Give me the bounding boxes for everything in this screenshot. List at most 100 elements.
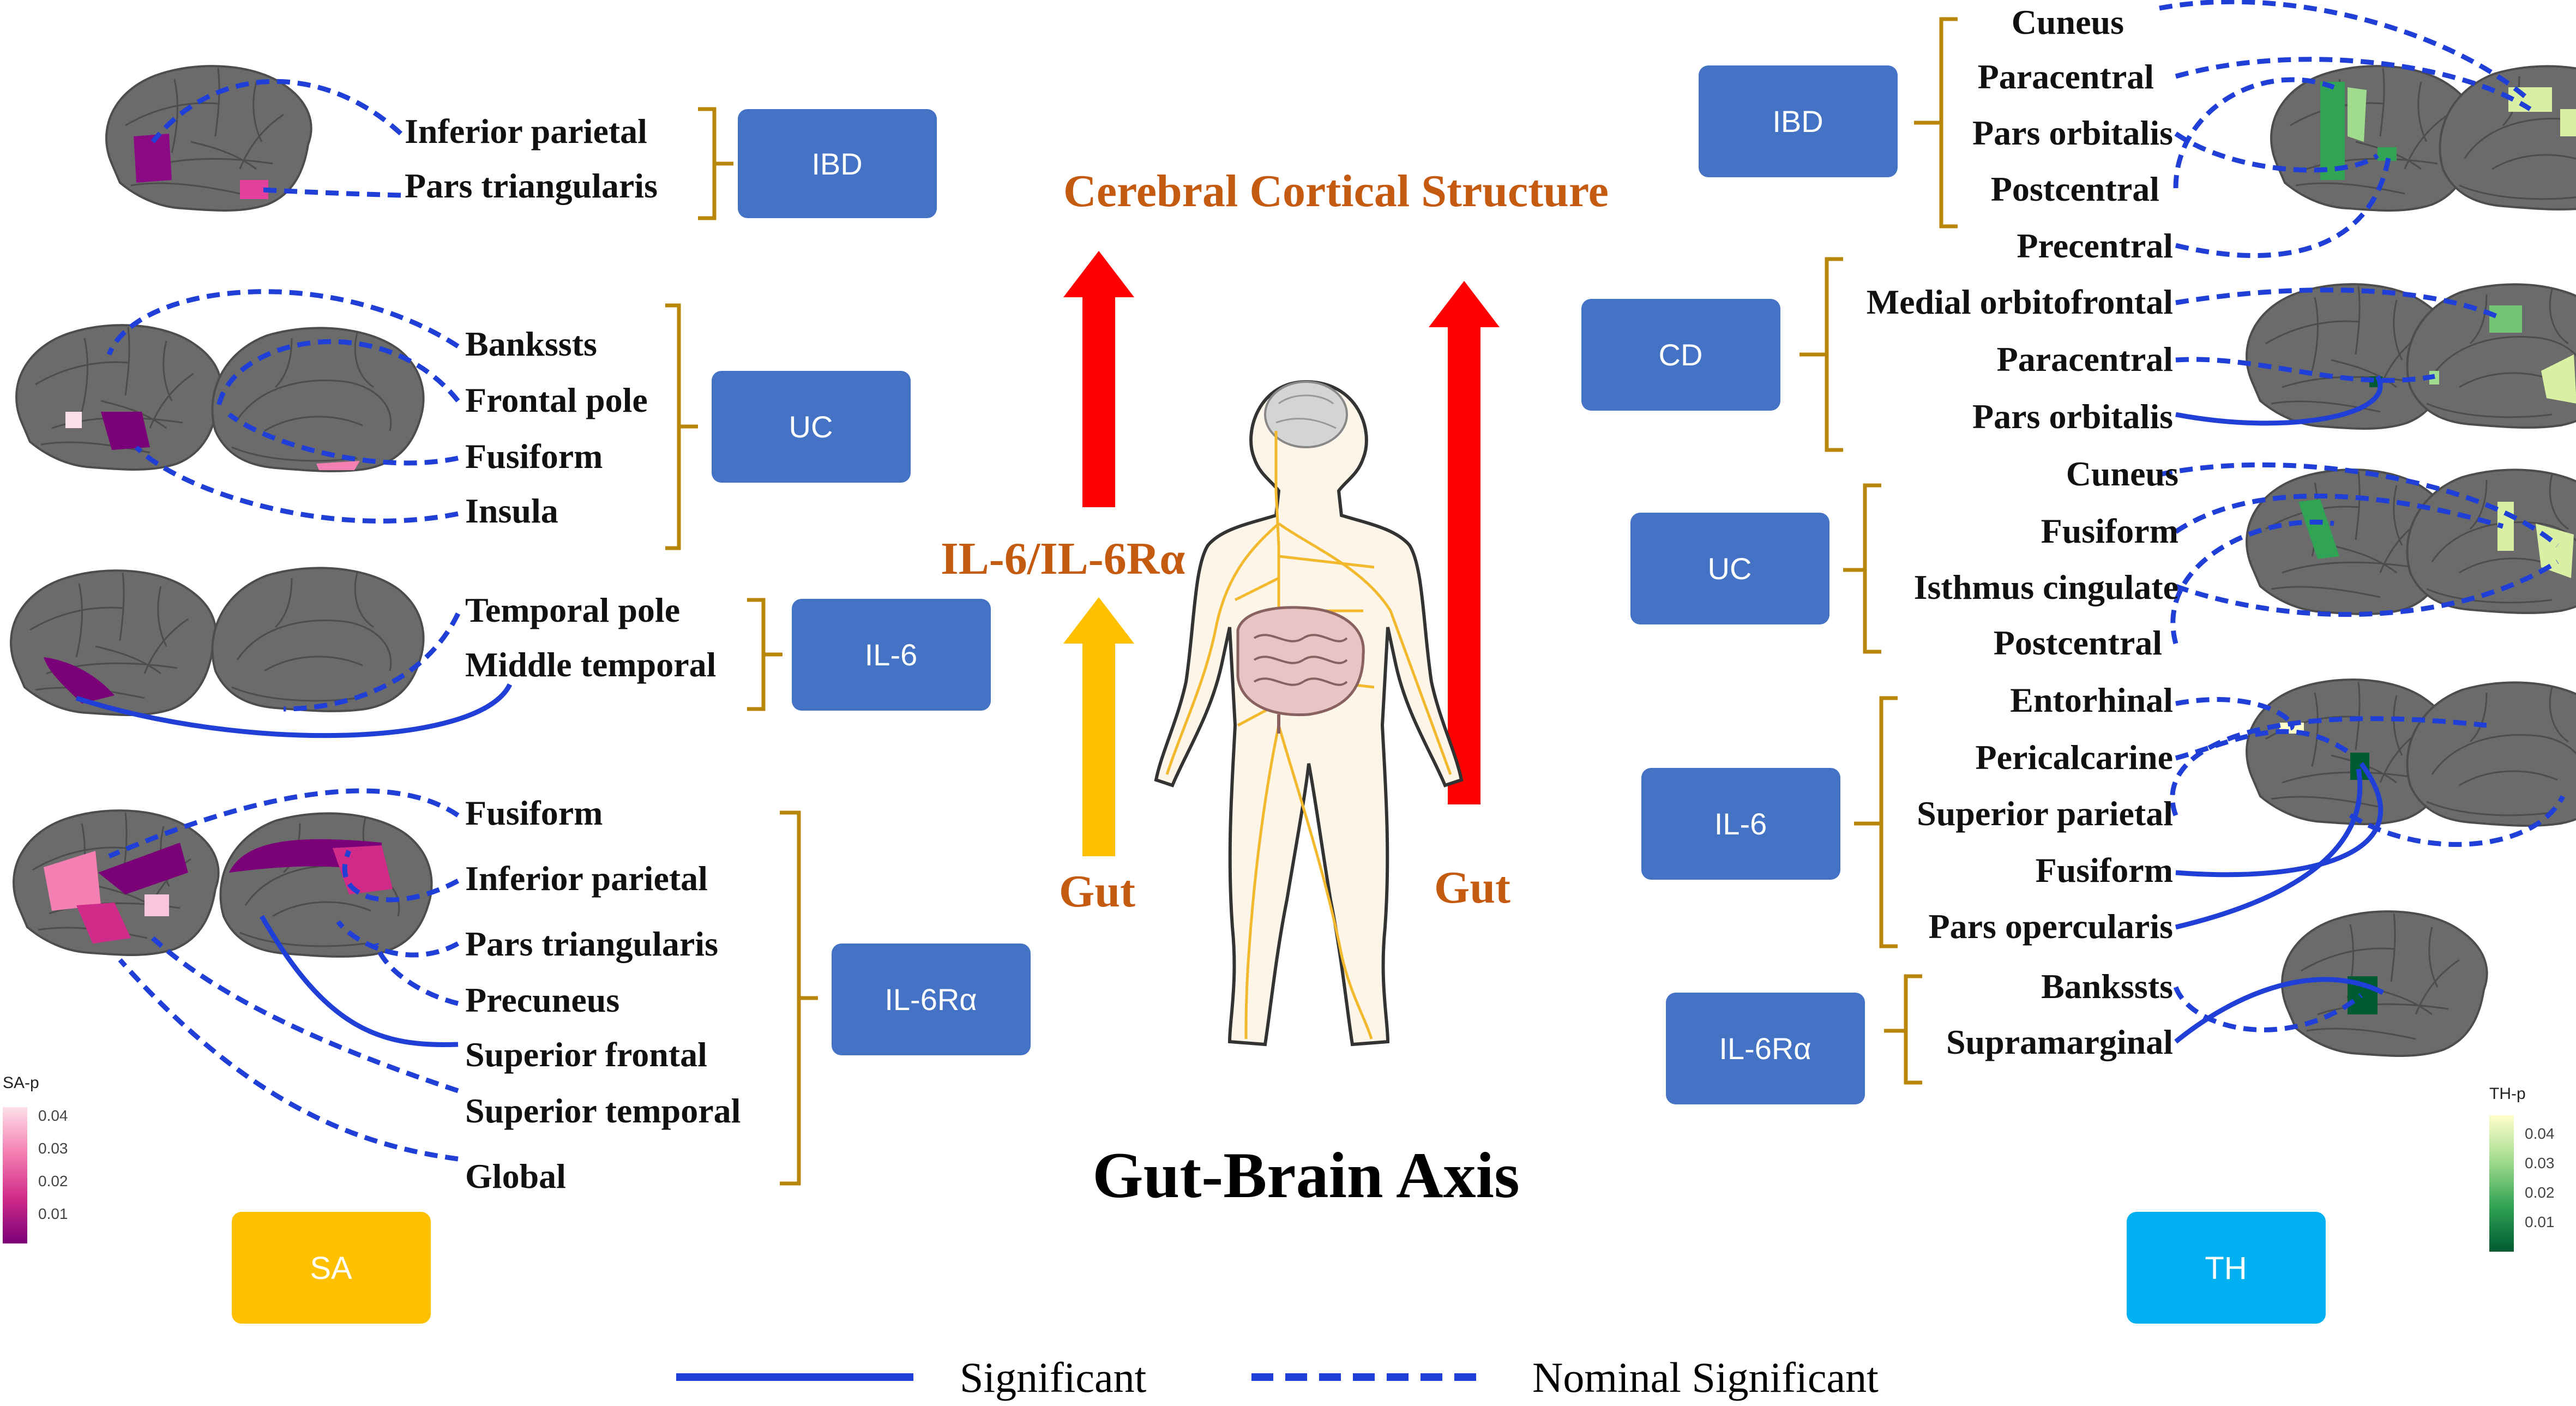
left-brackets [665, 107, 818, 1186]
region-il6-th-0: Entorhinal [2010, 681, 2173, 719]
box-label-il6ra-left: IL-6Rα [884, 982, 977, 1017]
th-scale-title: TH-p [2489, 1085, 2526, 1103]
region-uc-th-2: Isthmus cingulate [1914, 568, 2178, 606]
line-legend: Significant Nominal Significant [676, 1354, 1879, 1401]
diagram-title: Gut-Brain Axis [1092, 1139, 1519, 1211]
brain-il6-sa-lateral [10, 569, 217, 716]
right-significant-lines [2174, 375, 2385, 1044]
box-label-il6-right: IL-6 [1714, 807, 1767, 841]
th-tick-0: 0.04 [2525, 1125, 2555, 1142]
brain-il6ra-th [2281, 910, 2488, 1057]
right-category-boxes [1581, 65, 1898, 1104]
brain-ibd-th-medial [2439, 65, 2576, 211]
sa-tick-0: 0.04 [38, 1107, 68, 1124]
sa-panel-box [232, 1212, 431, 1324]
region-cd-th-2: Pars orbitalis [1972, 397, 2173, 436]
sa-tick-3: 0.01 [38, 1205, 68, 1222]
brain-uc-th-lateral [2246, 468, 2453, 615]
region-uc-sa-0: Bankssts [465, 325, 597, 363]
region-ibd-th-0: Cuneus [2012, 3, 2124, 41]
th-panel-box [2127, 1212, 2326, 1324]
sa-color-scale: SA-p 0.04 0.03 0.02 0.01 [3, 1074, 68, 1243]
brain-il6ra-sa-lateral [13, 809, 220, 956]
region-il6-th-1: Pericalcarine [1976, 738, 2173, 777]
region-uc-sa-1: Frontal pole [465, 381, 648, 419]
box-il6-right [1641, 768, 1840, 880]
region-uc-th-1: Fusiform [2041, 512, 2178, 550]
region-cd-th-1: Paracentral [1997, 340, 2173, 378]
region-il6-th-3: Fusiform [2036, 851, 2173, 890]
sa-tick-2: 0.02 [38, 1173, 68, 1189]
region-il6ra-sa-3: Precuneus [465, 981, 619, 1019]
brain-cd-th-medial [2406, 283, 2576, 429]
box-il6ra-left [832, 944, 1031, 1055]
region-ibd-th-1: Paracentral [1978, 57, 2154, 96]
region-ibd-sa-0: Inferior parietal [405, 112, 647, 151]
brain-il6ra-sa-medial [219, 812, 433, 958]
gut-label-right: Gut [1434, 862, 1510, 913]
left-category-boxes [712, 109, 1031, 1055]
region-ibd-th-4: Precentral [2017, 226, 2173, 265]
brain-ibd-th-lateral [2270, 65, 2477, 212]
il6-il6ra-label: IL-6/IL-6Rα [941, 533, 1185, 584]
region-uc-th-3: Postcentral [1994, 623, 2162, 662]
box-label-uc-right: UC [1708, 551, 1752, 586]
brain-icon [1264, 381, 1348, 448]
th-color-scale: TH-p 0.04 0.03 0.02 0.01 [2489, 1085, 2555, 1252]
region-uc-th-0: Cuneus [2066, 454, 2178, 493]
region-il6ra-sa-1: Inferior parietal [465, 859, 708, 898]
region-il6ra-th-1: Supramarginal [1946, 1023, 2173, 1061]
region-il6-th-4: Pars opercularis [1928, 907, 2173, 946]
legend-significant: Significant [960, 1354, 1147, 1401]
sa-scale-title: SA-p [3, 1074, 39, 1092]
box-il6-left [792, 599, 991, 711]
box-label-ibd-left: IBD [811, 147, 862, 181]
region-il6ra-sa-4: Superior frontal [465, 1035, 707, 1074]
box-label-uc-left: UC [789, 410, 833, 444]
yellow-arrow [1063, 597, 1134, 856]
th-tick-2: 0.02 [2525, 1184, 2555, 1201]
left-significant-lines [75, 683, 513, 1047]
cortical-structure-label: Cerebral Cortical Structure [1063, 166, 1609, 217]
box-uc-right [1630, 513, 1829, 624]
left-connectors [106, 79, 461, 1162]
legend-nominal: Nominal Significant [1532, 1354, 1879, 1401]
brain-uc-sa-medial [211, 327, 425, 472]
region-il6ra-sa-0: Fusiform [465, 794, 603, 832]
center-arrows [1063, 251, 1500, 856]
region-il6-sa-0: Temporal pole [465, 591, 680, 629]
box-uc-left [712, 371, 911, 483]
box-label-cd-right: CD [1659, 338, 1703, 372]
right-brackets [1799, 17, 1958, 1085]
region-cd-th-0: Medial orbitofrontal [1867, 283, 2173, 321]
region-ibd-th-2: Pars orbitalis [1972, 113, 2173, 152]
red-arrow-right [1429, 281, 1500, 804]
th-tick-1: 0.03 [2525, 1155, 2555, 1171]
red-arrow-left [1063, 251, 1134, 507]
gut-label-left: Gut [1059, 866, 1135, 917]
region-ibd-th-3: Postcentral [1991, 170, 2159, 208]
box-label-ibd-right: IBD [1772, 104, 1823, 139]
region-il6ra-sa-5: Superior temporal [465, 1091, 741, 1130]
box-ibd-right [1699, 65, 1898, 177]
region-il6-th-2: Superior parietal [1917, 794, 2173, 833]
th-tick-3: 0.01 [2525, 1213, 2555, 1230]
region-il6ra-sa-2: Pars triangularis [465, 924, 718, 963]
region-uc-sa-3: Insula [465, 491, 558, 530]
human-body-illustration [1154, 380, 1464, 1047]
region-ibd-sa-1: Pars triangularis [405, 166, 658, 205]
right-connectors [2159, 0, 2566, 1032]
box-label-il6-left: IL-6 [865, 638, 918, 672]
region-il6-sa-1: Middle temporal [465, 645, 716, 684]
th-panel-label: TH [2205, 1251, 2247, 1286]
brain-ibd-sa [105, 65, 312, 212]
box-il6ra-right [1666, 993, 1865, 1104]
region-uc-sa-2: Fusiform [465, 437, 603, 476]
box-cd-right [1581, 299, 1780, 411]
sa-tick-1: 0.03 [38, 1140, 68, 1157]
box-ibd-left [738, 109, 937, 218]
box-label-il6ra-right: IL-6Rα [1719, 1031, 1811, 1066]
sa-panel-label: SA [310, 1251, 352, 1286]
region-il6ra-sa-6: Global [465, 1157, 566, 1195]
